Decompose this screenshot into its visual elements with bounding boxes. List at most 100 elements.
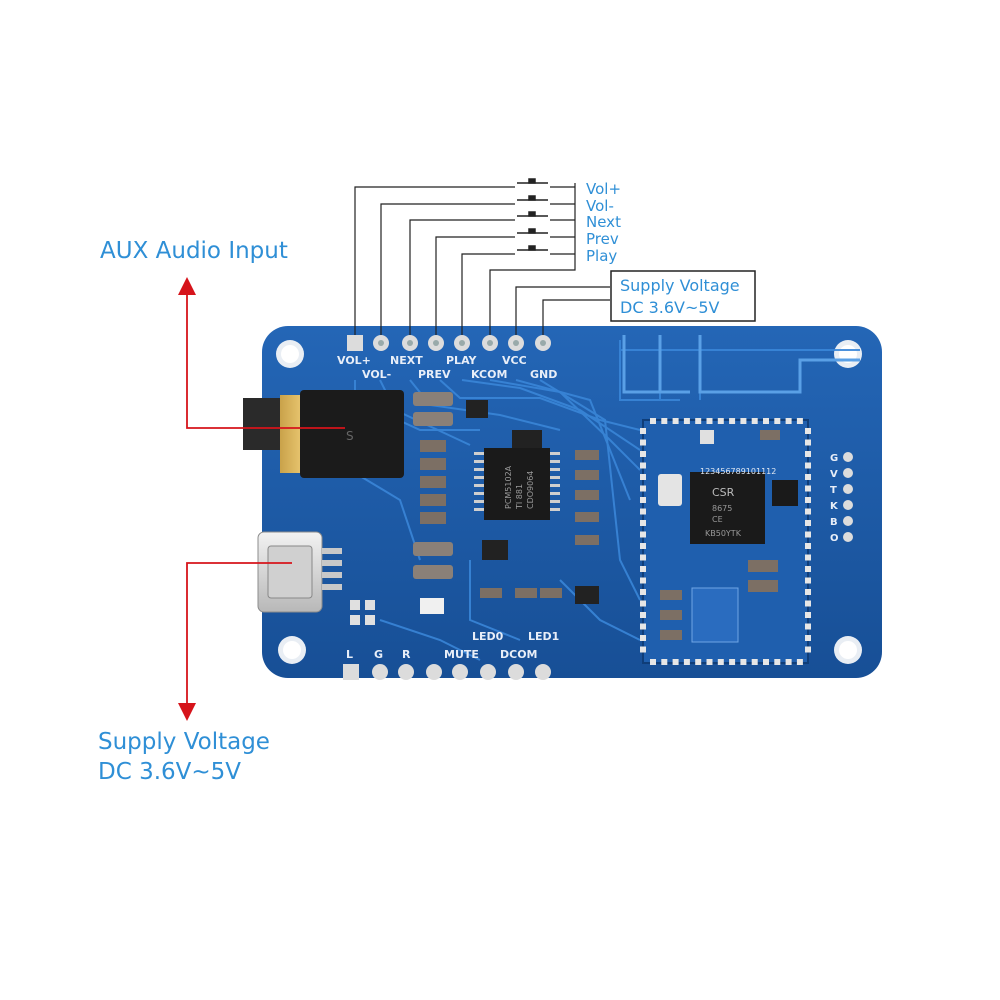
module-pad <box>751 418 758 424</box>
side-pin-g: G <box>830 453 838 464</box>
pin-label-gnd: GND <box>530 368 557 381</box>
module-pad <box>717 659 724 665</box>
module-pad <box>729 659 736 665</box>
module-pad <box>640 428 646 434</box>
module-pad <box>763 418 769 424</box>
dac-text-2: TI 881 <box>515 484 524 510</box>
button-labels: Vol+ Vol- Next Prev Play <box>586 180 621 265</box>
pin-label-play: PLAY <box>446 354 478 367</box>
module-pad <box>672 659 679 665</box>
button-symbol-vol-minus <box>515 195 550 206</box>
module-pad <box>640 474 646 480</box>
led1-label: LED1 <box>528 630 559 643</box>
module-pad <box>763 659 769 665</box>
dac-text-3: CDO9064 <box>526 471 535 509</box>
module-pad <box>729 418 736 424</box>
module-line-3: CE <box>712 515 723 524</box>
module-pad <box>796 659 803 665</box>
module-pad <box>717 418 724 424</box>
side-pin-t: T <box>830 485 837 496</box>
module-pad <box>805 589 811 595</box>
side-pin-b: B <box>830 517 838 528</box>
mounting-holes <box>276 340 862 664</box>
module-pad <box>640 566 646 572</box>
module-pad <box>805 531 811 538</box>
side-pin-o: O <box>830 533 839 544</box>
module-pad <box>695 659 702 665</box>
module-pad <box>640 589 646 595</box>
module-pad <box>805 439 811 446</box>
bottom-pin-dcom: DCOM <box>500 648 538 661</box>
bottom-pin-r: R <box>402 648 411 661</box>
module-pad <box>706 418 713 424</box>
module-pad <box>805 462 811 469</box>
module-pad <box>695 418 702 424</box>
bluetooth-module: CSR 8675 CE KB50YTK 123456789101112 <box>640 418 811 665</box>
module-pad <box>650 418 656 424</box>
pin-label-vcc: VCC <box>502 354 527 367</box>
module-pin-numbers: 123456789101112 <box>700 467 776 476</box>
bottom-pin-pads <box>343 664 551 680</box>
side-pin-k: K <box>830 501 839 512</box>
module-pad <box>805 508 811 515</box>
audio-jack: S <box>243 390 404 478</box>
module-pad <box>640 451 646 457</box>
usb-supply-label-line-2: DC 3.6V~5V <box>98 759 242 785</box>
module-pad <box>640 635 646 641</box>
module-pad <box>650 659 656 665</box>
module-pad <box>661 418 668 424</box>
module-pad <box>805 485 811 492</box>
module-pad <box>672 418 679 424</box>
push-buttons <box>515 178 550 256</box>
module-pad <box>805 520 811 526</box>
top-header-pads <box>347 335 551 351</box>
module-line-4: KB50YTK <box>705 529 742 538</box>
module-pad <box>740 418 747 424</box>
module-pad <box>785 418 792 424</box>
module-pad <box>805 623 811 630</box>
bottom-pin-l: L <box>346 648 353 661</box>
module-pad <box>805 646 811 653</box>
side-pin-pads <box>843 452 853 542</box>
dac-chip: PCM5102A TI 881 CDO9064 <box>474 448 560 520</box>
module-pad <box>683 418 690 424</box>
module-pad <box>640 600 646 607</box>
button-symbol-play <box>515 245 550 256</box>
button-symbol-next <box>515 211 550 222</box>
bottom-pin-g: G <box>374 648 383 661</box>
module-pad <box>640 439 646 446</box>
pin-label-vol-minus: VOL- <box>362 368 391 381</box>
button-label-next: Next <box>586 213 621 231</box>
module-pad <box>740 659 747 665</box>
module-pad <box>805 566 811 572</box>
module-castellations <box>640 418 811 665</box>
top-pin-labels: VOL+ NEXT PLAY VCC VOL- PREV KCOM GND <box>337 354 557 381</box>
module-pad <box>640 623 646 630</box>
button-label-play: Play <box>586 247 617 265</box>
header-supply-box: Supply Voltage DC 3.6V~5V <box>610 270 756 322</box>
button-wiring <box>354 183 610 335</box>
module-pad <box>796 418 803 424</box>
module-pad <box>751 659 758 665</box>
module-pad <box>805 600 811 607</box>
button-label-prev: Prev <box>586 230 619 248</box>
dac-text-1: PCM5102A <box>504 465 513 509</box>
module-pad <box>640 543 646 549</box>
module-pad <box>774 659 781 665</box>
module-pad <box>805 497 811 503</box>
aux-input-label: AUX Audio Input <box>100 238 288 264</box>
led0-label: LED0 <box>472 630 504 643</box>
module-line-2: 8675 <box>712 504 732 513</box>
button-label-vol-plus: Vol+ <box>586 180 621 198</box>
usb-supply-label-line-1: Supply Voltage <box>98 729 270 755</box>
module-pad <box>640 497 646 503</box>
module-pad <box>805 474 811 480</box>
module-pad <box>805 612 811 618</box>
pcb-board: VOL+ NEXT PLAY VCC VOL- PREV KCOM GND S <box>243 326 882 680</box>
button-symbol-vol-plus <box>515 178 550 189</box>
module-pad <box>683 659 690 665</box>
module-pad <box>805 554 811 561</box>
usb-arrow <box>178 562 292 721</box>
module-pad <box>640 520 646 526</box>
